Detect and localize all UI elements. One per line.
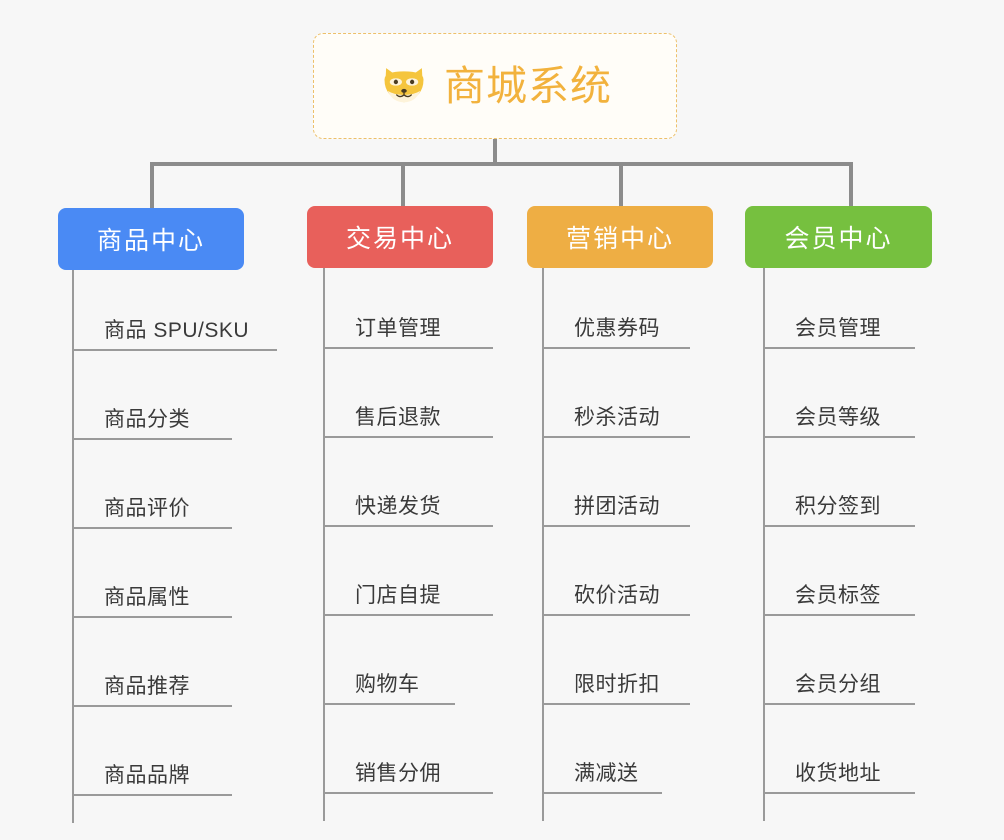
leaf-item[interactable]: 优惠券码: [542, 293, 690, 349]
leaf-label: 会员管理: [795, 317, 881, 340]
connector-drop-4: [849, 162, 853, 209]
leaf-label: 秒杀活动: [574, 406, 660, 429]
leaf-label: 快递发货: [355, 495, 441, 518]
leaf-underline: [72, 705, 232, 707]
leaf-label: 售后退款: [355, 406, 441, 429]
leaf-item[interactable]: 商品属性: [72, 562, 232, 618]
shiba-dog-icon: [384, 68, 424, 103]
leaf-item[interactable]: 会员分组: [763, 649, 915, 705]
category-box-products[interactable]: 商品中心: [58, 208, 244, 270]
leaf-underline: [763, 792, 915, 794]
leaf-label: 购物车: [355, 673, 420, 696]
leaf-item[interactable]: 商品 SPU/SKU: [72, 295, 277, 351]
leaf-underline: [542, 436, 690, 438]
leaf-label: 限时折扣: [574, 673, 660, 696]
category-label: 商品中心: [96, 227, 205, 255]
leaf-item[interactable]: 购物车: [323, 649, 455, 705]
leaf-underline: [323, 436, 493, 438]
leaf-underline: [323, 525, 493, 527]
leaf-underline: [72, 616, 232, 618]
category-box-member[interactable]: 会员中心: [745, 206, 932, 268]
leaf-underline: [72, 794, 232, 796]
root-node[interactable]: 商城系统: [313, 33, 677, 139]
connector-root-stem: [493, 139, 497, 165]
leaf-item[interactable]: 会员管理: [763, 293, 915, 349]
leaf-rail-marketing: [542, 268, 544, 821]
leaf-item[interactable]: 满减送: [542, 738, 662, 794]
connector-drop-3: [619, 162, 623, 209]
leaf-item[interactable]: 商品评价: [72, 473, 232, 529]
leaf-item[interactable]: 拼团活动: [542, 471, 690, 527]
leaf-item[interactable]: 限时折扣: [542, 649, 690, 705]
leaf-underline: [542, 792, 662, 794]
category-label: 营销中心: [565, 225, 674, 253]
leaf-label: 商品推荐: [104, 675, 190, 698]
leaf-underline: [323, 347, 493, 349]
leaf-underline: [763, 436, 915, 438]
leaf-label: 满减送: [574, 762, 639, 785]
leaf-item[interactable]: 砍价活动: [542, 560, 690, 616]
leaf-label: 收货地址: [795, 762, 881, 785]
leaf-item[interactable]: 快递发货: [323, 471, 493, 527]
leaf-item[interactable]: 销售分佣: [323, 738, 493, 794]
leaf-label: 销售分佣: [355, 762, 441, 785]
leaf-underline: [323, 792, 493, 794]
leaf-underline: [542, 347, 690, 349]
leaf-item[interactable]: 秒杀活动: [542, 382, 690, 438]
leaf-label: 商品 SPU/SKU: [104, 319, 250, 342]
leaf-rail-trade: [323, 268, 325, 821]
category-box-trade[interactable]: 交易中心: [307, 206, 493, 268]
leaf-item[interactable]: 商品推荐: [72, 651, 232, 707]
leaf-underline: [323, 703, 455, 705]
category-label: 交易中心: [345, 225, 454, 253]
leaf-item[interactable]: 会员标签: [763, 560, 915, 616]
leaf-item[interactable]: 售后退款: [323, 382, 493, 438]
leaf-underline: [542, 614, 690, 616]
leaf-underline: [763, 703, 915, 705]
leaf-item[interactable]: 积分签到: [763, 471, 915, 527]
leaf-rail-member: [763, 268, 765, 821]
leaf-item[interactable]: 订单管理: [323, 293, 493, 349]
leaf-underline: [542, 703, 690, 705]
leaf-label: 商品分类: [104, 408, 190, 431]
leaf-label: 商品评价: [104, 497, 190, 520]
leaf-underline: [542, 525, 690, 527]
leaf-label: 会员分组: [795, 673, 881, 696]
leaf-item[interactable]: 商品品牌: [72, 740, 232, 796]
leaf-rail-products: [72, 270, 74, 823]
leaf-label: 商品属性: [104, 586, 190, 609]
leaf-underline: [72, 349, 277, 351]
category-label: 会员中心: [784, 225, 893, 253]
category-box-marketing[interactable]: 营销中心: [527, 206, 713, 268]
leaf-item[interactable]: 收货地址: [763, 738, 915, 794]
leaf-label: 积分签到: [795, 495, 881, 518]
leaf-label: 优惠券码: [574, 317, 660, 340]
leaf-item[interactable]: 门店自提: [323, 560, 493, 616]
leaf-underline: [72, 527, 232, 529]
leaf-label: 会员标签: [795, 584, 881, 607]
leaf-label: 砍价活动: [574, 584, 660, 607]
leaf-underline: [763, 347, 915, 349]
leaf-item[interactable]: 商品分类: [72, 384, 232, 440]
connector-drop-1: [150, 162, 154, 209]
root-title: 商城系统: [444, 62, 612, 109]
leaf-underline: [763, 614, 915, 616]
leaf-label: 门店自提: [355, 584, 441, 607]
leaf-label: 商品品牌: [104, 764, 190, 787]
leaf-underline: [72, 438, 232, 440]
leaf-underline: [323, 614, 493, 616]
connector-drop-2: [401, 162, 405, 209]
leaf-item[interactable]: 会员等级: [763, 382, 915, 438]
leaf-label: 会员等级: [795, 406, 881, 429]
connector-bus: [150, 162, 853, 166]
leaf-underline: [763, 525, 915, 527]
leaf-label: 拼团活动: [574, 495, 660, 518]
leaf-label: 订单管理: [355, 317, 441, 340]
